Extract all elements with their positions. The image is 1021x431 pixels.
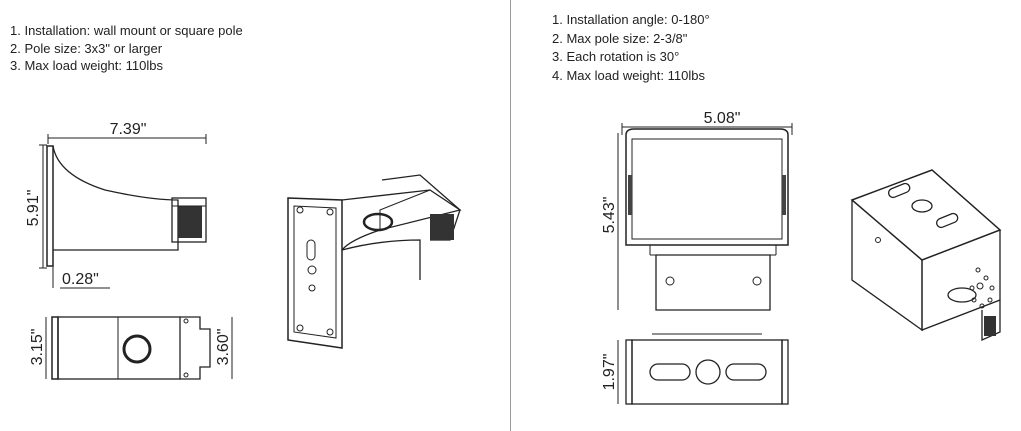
dimension-bottom-depth-label: 3.60" — [215, 329, 232, 366]
dimension-bottom-height-label: 1.97" — [601, 354, 618, 391]
spec-item: 3. Max load weight: 110lbs — [10, 58, 163, 73]
wall-mount-side-view: 7.39" 5.91" 0.28" — [25, 121, 207, 289]
wall-mount-specs: 1. Installation: wall mount or square po… — [10, 22, 243, 75]
spec-item: 1. Installation: wall mount or square po… — [10, 23, 243, 38]
spec-item: 2. Max pole size: 2-3/8" — [552, 30, 688, 46]
pole-mount-panel: 1. Installation angle: 0-180° 2. Max pol… — [512, 0, 1021, 431]
pole-mount-bottom-view: 1.97" — [601, 333, 789, 405]
wall-mount-bottom-view: 3.15" 3.60" — [29, 316, 233, 380]
dimension-width-label: 5.08" — [704, 110, 741, 127]
dimension-height-label: 5.91" — [25, 190, 42, 227]
pole-mount-specs: 1. Installation angle: 0-180° 2. Max pol… — [552, 11, 710, 85]
spec-item: 2. Pole size: 3x3" or larger — [10, 40, 163, 56]
pole-mount-isometric-view — [850, 169, 1002, 342]
dimension-width-label: 7.39" — [110, 121, 147, 138]
pole-mount-front-view: 5.08" 5.43" — [601, 110, 793, 311]
spec-item: 4. Max load weight: 110lbs — [552, 67, 705, 83]
panel-divider — [510, 0, 511, 431]
wall-mount-isometric-view — [287, 174, 462, 349]
dimension-offset-label: 0.28" — [62, 271, 99, 288]
spec-item: 3. Each rotation is 30° — [552, 49, 680, 64]
dimension-bottom-height-label: 3.15" — [29, 329, 46, 366]
wall-mount-panel: 1. Installation: wall mount or square po… — [0, 0, 510, 431]
spec-item: 1. Installation angle: 0-180° — [552, 12, 710, 27]
dimension-height-label: 5.43" — [601, 197, 618, 234]
